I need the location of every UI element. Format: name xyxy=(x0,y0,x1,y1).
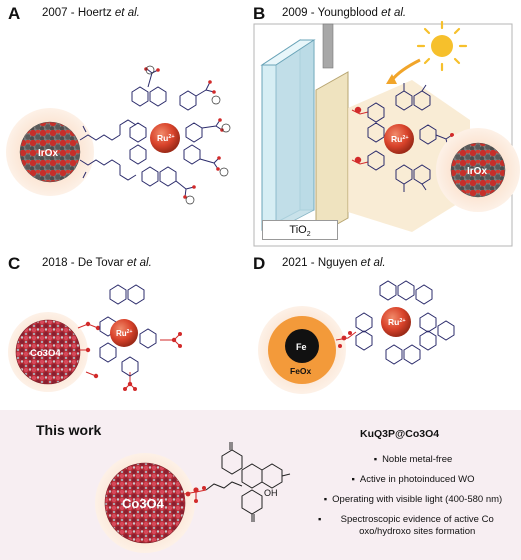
panel-label-c: C xyxy=(8,254,21,273)
electrode-wire xyxy=(322,23,334,69)
bullet-item: ▪Noble metal-free xyxy=(373,454,453,465)
panel-a-author: Hoertz xyxy=(77,7,112,19)
ru-charge-c: 2+ xyxy=(127,329,133,335)
compound-name: KuQ3P@Co3O4 xyxy=(360,428,440,440)
bullet-text-3: Operating with visible light (400-580 nm… xyxy=(332,494,503,505)
this-work-bullets: ▪Noble metal-free ▪Active in photoinduce… xyxy=(318,454,508,546)
co3o4-label-c: Co3O4 xyxy=(30,348,61,359)
panel-title-b: 2009 - Youngblood et al. xyxy=(282,7,407,19)
panel-label-d: D xyxy=(253,254,266,273)
co3o4-nanoparticle-work xyxy=(104,462,186,544)
this-work-illustration: Co3O4 OH xyxy=(95,442,291,553)
ru-center-b xyxy=(384,124,414,154)
panel-b-etal: et al. xyxy=(381,7,407,19)
panel-d-author: Nguyen xyxy=(317,257,358,269)
panel-title-d: 2021 - Nguyen et al. xyxy=(282,257,386,269)
panels-illustration: IrOx xyxy=(6,20,520,394)
bullet-text-1: Noble metal-free xyxy=(382,454,453,465)
panel-title-c: 2018 - De Tovar et al. xyxy=(42,257,152,269)
hydroxyl-label: OH xyxy=(264,488,278,498)
tio2-label-box: TiO2 xyxy=(262,220,338,240)
this-work-panel: This work KuQ3P@Co3O4 Co3O4 OH ▪Noble me… xyxy=(0,410,521,560)
panel-b-frame xyxy=(253,23,513,247)
tio2-subscript: 2 xyxy=(306,231,311,239)
panel-d-year: 2021 xyxy=(282,257,308,269)
ru-label-a: Ru xyxy=(157,133,168,143)
irox-label-b: IrOx xyxy=(467,166,487,177)
panel-a-etal: et al. xyxy=(114,7,140,19)
panel-a-diagram: IrOx xyxy=(6,65,231,205)
bullet-item: ▪Operating with visible light (400-580 n… xyxy=(323,494,503,505)
irox-nanoparticle-b xyxy=(450,142,506,198)
ru-label-d: Ru xyxy=(388,317,399,327)
panel-c-etal: et al. xyxy=(126,257,152,269)
sunlight-arrow xyxy=(390,58,421,81)
bullet-item: ▪Active in photoinduced WO xyxy=(351,474,475,485)
ru-center-a xyxy=(150,123,180,153)
feox-label: FeOx xyxy=(290,366,312,376)
panel-label-a: A xyxy=(8,4,21,23)
co3o4-nanoparticle-c xyxy=(15,319,81,385)
irox-nanoparticle-a xyxy=(19,121,81,183)
panel-c-author: De Tovar xyxy=(77,257,124,269)
panel-c-year: 2018 xyxy=(42,257,68,269)
ru-label-c: Ru xyxy=(116,329,127,338)
panel-b-diagram: Ru2+ IrOx xyxy=(253,20,520,247)
sun-icon xyxy=(416,20,468,72)
svg-text:Ru2+: Ru2+ xyxy=(388,317,406,327)
bullet-item: ▪Spectroscopic evidence of active Co oxo… xyxy=(318,514,508,538)
ru-center-d xyxy=(381,307,411,337)
tio2-label: TiO xyxy=(289,224,307,236)
panel-b-author: Youngblood xyxy=(317,7,378,19)
svg-text:Ru2+: Ru2+ xyxy=(391,134,409,144)
this-work-title: This work xyxy=(36,422,102,438)
sunlight-arrowhead xyxy=(386,74,397,84)
bullet-text-2: Active in photoinduced WO xyxy=(359,474,475,485)
ru-charge-d: 2+ xyxy=(399,318,405,324)
light-beam xyxy=(348,80,470,232)
irox-label-a: IrOx xyxy=(38,148,58,159)
co3o4-label-work: Co3O4 xyxy=(122,496,165,511)
panel-d-diagram: Fe FeOx Ru2+ xyxy=(258,280,455,394)
panel-c-diagram: Co3O4 Ru2+ xyxy=(8,284,182,392)
panel-b-year: 2009 xyxy=(282,7,308,19)
ru-charge-a: 2+ xyxy=(168,134,174,140)
ru-charge-b: 2+ xyxy=(402,135,408,141)
fe-label: Fe xyxy=(296,342,307,352)
panel-d-etal: et al. xyxy=(360,257,386,269)
bullet-text-4: Spectroscopic evidence of active Co oxo/… xyxy=(340,514,494,537)
svg-text:Ru2+: Ru2+ xyxy=(116,329,132,338)
panel-label-b: B xyxy=(253,4,266,23)
ru-center-c xyxy=(110,319,138,347)
tio2-film xyxy=(315,71,349,237)
ru-label-b: Ru xyxy=(391,134,402,144)
svg-text:Ru2+: Ru2+ xyxy=(157,133,175,143)
panel-title-a: 2007 - Hoertz et al. xyxy=(42,7,140,19)
fe-core xyxy=(285,329,319,363)
panel-a-year: 2007 xyxy=(42,7,68,19)
